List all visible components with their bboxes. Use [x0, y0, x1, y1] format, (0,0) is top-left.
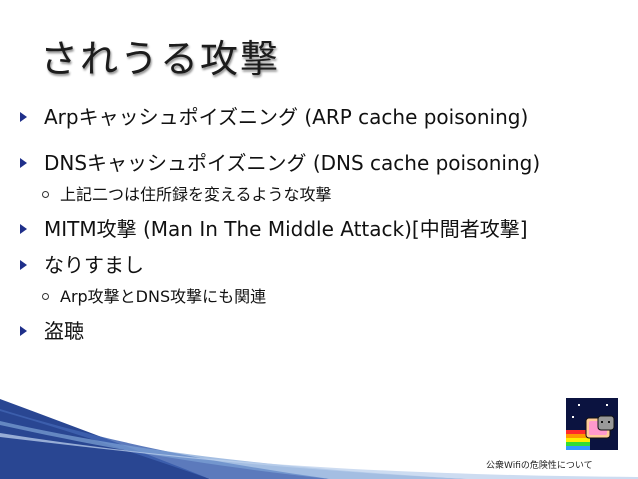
bullet-item-dns: DNSキャッシュポイズニング (DNS cache poisoning): [20, 149, 620, 177]
sub-bullet-text: Arp攻撃とDNS攻撃にも関連: [60, 287, 267, 306]
bullet-text: DNSキャッシュポイズニング (DNS cache poisoning): [44, 151, 541, 175]
bullet-text: 盗聴: [44, 319, 84, 343]
footer-text: 公衆Wifiの危険性について: [486, 461, 593, 471]
arrow-bullet-icon: [20, 224, 27, 234]
bullet-text: MITM攻撃 (Man In The Middle Attack)[中間者攻撃]: [44, 217, 528, 241]
sub-bullet-text: 上記二つは住所録を変えるような攻撃: [60, 185, 332, 204]
circle-bullet-icon: [42, 293, 49, 300]
bullet-item-arp: Arpキャッシュポイズニング (ARP cache poisoning): [20, 103, 620, 131]
bullet-item-mitm: MITM攻撃 (Man In The Middle Attack)[中間者攻撃]: [20, 215, 620, 243]
arrow-bullet-icon: [20, 260, 27, 270]
bullet-text: Arpキャッシュポイズニング (ARP cache poisoning): [44, 105, 529, 129]
bullet-list: Arpキャッシュポイズニング (ARP cache poisoning) DNS…: [20, 103, 620, 345]
slide-title: されうる攻撃: [40, 37, 281, 81]
bullet-item-eavesdropping: 盗聴: [20, 317, 620, 345]
nyan-cat-logo-icon: [566, 398, 618, 450]
sub-bullet-item-address-book: 上記二つは住所録を変えるような攻撃: [20, 183, 620, 207]
wave-decoration: [0, 399, 638, 479]
arrow-bullet-icon: [20, 158, 27, 168]
arrow-bullet-icon: [20, 326, 27, 336]
bullet-text: なりすまし: [44, 253, 144, 277]
sub-bullet-item-related: Arp攻撃とDNS攻撃にも関連: [20, 285, 620, 309]
arrow-bullet-icon: [20, 112, 27, 122]
bullet-item-spoofing: なりすまし: [20, 251, 620, 279]
circle-bullet-icon: [42, 191, 49, 198]
